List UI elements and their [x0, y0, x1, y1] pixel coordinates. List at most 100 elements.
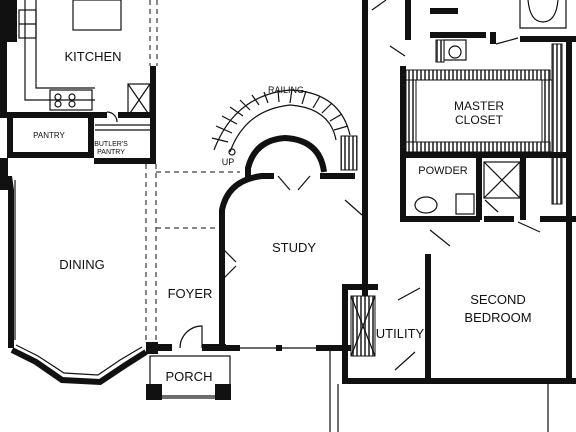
entry-wall [202, 344, 226, 351]
door-swing [371, 0, 387, 11]
utility-top-wall [342, 284, 378, 290]
powder-bottom-wall [400, 216, 480, 222]
utility-shelving-cross [350, 295, 376, 357]
bathtub-icon [519, 0, 567, 29]
study-curved-wall [219, 173, 274, 344]
study-right-wall [362, 0, 368, 345]
kitchen-left-wall-top [7, 0, 17, 42]
master-wall [430, 8, 458, 14]
master-wall [520, 36, 576, 42]
toilet-icon [443, 39, 467, 61]
study-french-door [277, 175, 311, 191]
window-mullion [276, 345, 282, 351]
bedroom-left-wall [425, 254, 431, 384]
kitchen-left-wall [0, 0, 7, 118]
foyer-area [146, 173, 274, 400]
door-swing [389, 45, 406, 57]
pantry-label: PANTRY [33, 131, 65, 140]
utility-label: UTILITY [376, 326, 425, 341]
closet-bottom-wall [406, 152, 566, 158]
butlers-pantry-label-line1: BUTLER'S [94, 141, 128, 148]
stair-landing-hatch [340, 135, 358, 171]
pantry-divider-wall [88, 118, 94, 158]
toilet-bowl [448, 45, 462, 59]
pantry-area [7, 111, 154, 164]
door-swing [517, 221, 541, 233]
utility-bottom-wall [342, 378, 430, 384]
powder-bottom-wall [540, 216, 576, 222]
master-right-wall [566, 40, 572, 230]
master-area [371, 0, 576, 233]
door-swing [484, 199, 499, 213]
entry-wall [156, 344, 172, 351]
bathtub-basin [527, 0, 559, 23]
burner-icon [68, 93, 76, 101]
powder-divider-wall [476, 158, 482, 220]
burner-icon [68, 100, 76, 108]
second-bedroom-label-line2: BEDROOM [464, 310, 531, 325]
railing-label: RAILING [268, 85, 304, 95]
kitchen-right-wall [150, 66, 156, 164]
shower-cross [483, 161, 521, 199]
second-bedroom-label-line1: SECOND [470, 292, 526, 307]
master-closet-label-line1: MASTER [454, 99, 504, 113]
butlers-pantry-counter [95, 124, 150, 131]
master-wall [405, 0, 411, 40]
closet-shelf-bottom [405, 141, 551, 153]
second-bedroom-area [425, 229, 576, 432]
kitchen-bottom-wall [7, 112, 107, 118]
dining-label: DINING [59, 257, 105, 272]
bedroom-right-wall [566, 230, 572, 384]
porch-column [215, 384, 231, 400]
study-side-door [221, 247, 237, 281]
closet-shelf-right [541, 79, 553, 153]
closet-shelf-left [405, 79, 417, 153]
toilet-icon [455, 193, 475, 215]
column [146, 342, 158, 354]
porch-label: PORCH [166, 369, 213, 384]
master-wall [430, 32, 486, 38]
pantry-left-wall [7, 118, 13, 158]
dining-area [0, 158, 158, 386]
dining-left-wall [0, 176, 14, 348]
study-door-swing [344, 199, 363, 216]
burner-icon [54, 100, 62, 108]
dining-bay-window [15, 344, 143, 376]
powder-bottom-wall [484, 216, 514, 222]
porch-outline [149, 355, 231, 399]
master-wall [490, 32, 496, 44]
study-arch-wall [245, 134, 327, 180]
porch-column [146, 384, 162, 400]
kitchen-area [0, 0, 158, 164]
study-label: STUDY [272, 240, 316, 255]
stair-outer-edge [213, 89, 351, 151]
stair-inner-edge [229, 104, 337, 153]
utility-door-swing [394, 287, 421, 371]
utility-area [337, 284, 430, 432]
stair-start-marker [228, 148, 236, 156]
butlers-bottom-wall [94, 158, 154, 164]
utility-left-wall [342, 284, 348, 384]
kitchen-island [72, 0, 122, 31]
master-wall [520, 158, 526, 220]
sink-icon [414, 196, 438, 214]
bedroom-bottom-wall [425, 378, 576, 384]
closet-shelf-top [405, 69, 551, 81]
kitchen-bottom-wall [118, 112, 150, 118]
powder-label: POWDER [418, 165, 468, 177]
dining-wall [0, 158, 8, 178]
door-swing [429, 229, 451, 247]
study-bottom-wall [222, 345, 240, 351]
refrigerator-cross [127, 83, 151, 117]
dining-bay-wall [10, 347, 148, 386]
closet-left-wall [400, 66, 406, 216]
cooktop-icon [49, 89, 93, 111]
kitchen-label: KITCHEN [64, 49, 121, 64]
door-swing [106, 111, 118, 123]
foyer-label: FOYER [168, 286, 213, 301]
master-hatch [435, 39, 445, 63]
closet-rod-hatch [551, 43, 563, 205]
burner-icon [54, 93, 62, 101]
